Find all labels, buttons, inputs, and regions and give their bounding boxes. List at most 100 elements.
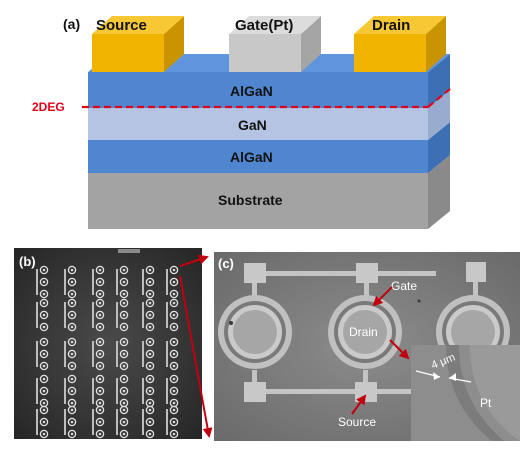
- chip-device: [67, 386, 77, 396]
- chip-device-center: [70, 292, 74, 296]
- chip-device-bus: [92, 378, 94, 404]
- chip-device: [39, 322, 49, 332]
- chip-device: [145, 337, 155, 347]
- algan-bottom-label: AlGaN: [230, 149, 273, 165]
- chip-device-center: [42, 389, 46, 393]
- chip-device-center: [42, 340, 46, 344]
- chip-device-center: [122, 389, 126, 393]
- chip-device-center: [172, 389, 176, 393]
- source-contact: [92, 16, 184, 72]
- twodeg-line-side: [427, 88, 451, 108]
- chip-device-center: [148, 401, 152, 405]
- chip-device-center: [172, 325, 176, 329]
- chip-device: [95, 405, 105, 415]
- chip-device: [169, 277, 179, 287]
- sem-image: 4 μm Pt (c) Gate Drain Source: [214, 252, 520, 441]
- chip-device-center: [122, 352, 126, 356]
- chip-device: [169, 298, 179, 308]
- chip-device-bus: [142, 341, 144, 367]
- chip-device: [39, 349, 49, 359]
- chip-device-center: [98, 292, 102, 296]
- chip-device: [39, 374, 49, 384]
- substrate-layer: [88, 155, 450, 229]
- chip-device: [145, 298, 155, 308]
- chip-device-center: [70, 432, 74, 436]
- chip-device-center: [42, 408, 46, 412]
- chip-device-bus: [116, 409, 118, 435]
- chip-device-center: [98, 340, 102, 344]
- source-arrow: [351, 394, 367, 415]
- chip-device-center: [172, 432, 176, 436]
- chip-device: [95, 429, 105, 439]
- chip-device-center: [42, 313, 46, 317]
- chip-device: [145, 361, 155, 371]
- chip-device-center: [70, 280, 74, 284]
- chip-device-center: [148, 301, 152, 305]
- chip-device: [95, 337, 105, 347]
- chip-device-center: [42, 364, 46, 368]
- chip-device-center: [70, 408, 74, 412]
- chip-device: [67, 298, 77, 308]
- chip-device-center: [122, 364, 126, 368]
- chip-device: [169, 322, 179, 332]
- chip-device: [39, 277, 49, 287]
- chip-device: [119, 289, 129, 299]
- chip-device: [145, 265, 155, 275]
- chip-device-center: [172, 420, 176, 424]
- chip-device: [39, 386, 49, 396]
- chip-device: [169, 386, 179, 396]
- chip-device: [169, 310, 179, 320]
- twodeg-label: 2DEG: [32, 100, 65, 114]
- chip-device-center: [122, 292, 126, 296]
- chip-device-center: [98, 408, 102, 412]
- chip-device-center: [98, 352, 102, 356]
- chip-device: [169, 349, 179, 359]
- chip-device: [95, 386, 105, 396]
- chip-device: [145, 429, 155, 439]
- chip-device-center: [42, 292, 46, 296]
- chip-device: [67, 374, 77, 384]
- chip-device-center: [70, 377, 74, 381]
- chip-device-bus: [116, 378, 118, 404]
- chip-device: [145, 277, 155, 287]
- chip-device-bus: [92, 409, 94, 435]
- chip-device-center: [42, 377, 46, 381]
- chip-device-center: [148, 377, 152, 381]
- chip-device-bus: [142, 269, 144, 295]
- chip-device-bus: [36, 341, 38, 367]
- chip-device-bus: [64, 409, 66, 435]
- chip-device: [119, 386, 129, 396]
- chip-device-center: [172, 377, 176, 381]
- chip-device-center: [172, 364, 176, 368]
- chip-device-bus: [142, 409, 144, 435]
- chip-device: [119, 349, 129, 359]
- chip-device-center: [98, 420, 102, 424]
- chip-photo: (b): [14, 248, 202, 439]
- chip-device: [39, 298, 49, 308]
- chip-device: [67, 349, 77, 359]
- chip-device-center: [122, 432, 126, 436]
- chip-device-bus: [36, 302, 38, 328]
- gate-label: Gate(Pt): [235, 17, 293, 34]
- chip-device: [119, 337, 129, 347]
- chip-device-center: [42, 325, 46, 329]
- chip-device: [95, 298, 105, 308]
- chip-device: [39, 361, 49, 371]
- chip-device: [169, 405, 179, 415]
- chip-device-center: [172, 301, 176, 305]
- chip-device: [67, 322, 77, 332]
- chip-device: [119, 405, 129, 415]
- chip-device-center: [42, 352, 46, 356]
- chip-device-center: [42, 432, 46, 436]
- chip-device-bus: [166, 409, 168, 435]
- source-annotation: Source: [338, 415, 376, 429]
- chip-device-center: [122, 280, 126, 284]
- chip-device: [95, 289, 105, 299]
- chip-device-center: [98, 432, 102, 436]
- chip-device-center: [172, 313, 176, 317]
- drain-arrow: [389, 339, 410, 360]
- chip-device-center: [172, 352, 176, 356]
- chip-device-center: [122, 313, 126, 317]
- chip-device-center: [148, 364, 152, 368]
- chip-device-center: [70, 313, 74, 317]
